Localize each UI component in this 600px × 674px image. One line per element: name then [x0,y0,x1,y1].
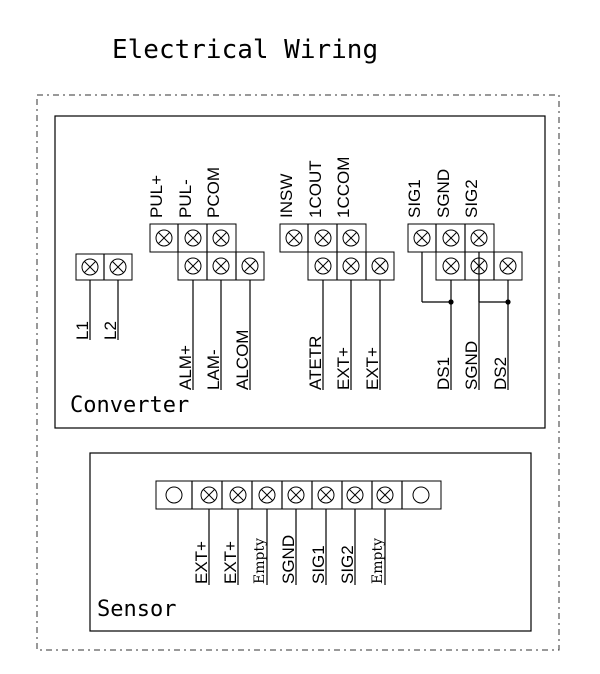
sensor-label: Sensor [97,597,176,622]
sensor-pin-ext-plus: EXT+ [192,541,211,584]
terminal-screw-icon [314,229,332,247]
terminal-screw-icon [413,229,431,247]
pin-label-l2: L2 [101,321,120,340]
empty-terminal-icon [165,486,183,504]
terminal-screw-icon [442,257,460,275]
terminal-screw-icon [317,486,335,504]
terminal-screw-icon [371,257,389,275]
terminal-screw-icon [81,258,99,276]
pin-label-1cout: 1COUT [306,160,325,218]
terminal-screw-icon [241,257,259,275]
pin-label-ds2: DS2 [491,357,510,390]
terminal-screw-icon [155,229,173,247]
sensor-pin-ext-plus-2: EXT+ [221,541,240,584]
io-terminal-block [279,223,395,390]
terminal-screw-icon [376,486,394,504]
terminal-screw-icon [229,486,247,504]
pin-label-alm-plus: ALM+ [176,345,195,390]
pin-label-sgnd-2: SGND [462,341,481,390]
pin-label-sig2: SIG2 [462,179,481,218]
terminal-screw-icon [212,229,230,247]
sensor-pin-sig1: SIG1 [309,545,328,584]
pin-label-pcom: PCOM [204,167,223,218]
terminal-screw-icon [212,257,230,275]
terminal-screw-icon [499,257,517,275]
empty-terminal-icon [412,486,430,504]
terminal-screw-icon [200,486,218,504]
pulse-alarm-terminal-block [149,223,265,390]
sensor-pin-empty: Empty [252,538,268,584]
sensor-pin-empty-2: Empty [370,538,386,584]
converter-label: Converter [70,393,189,418]
pin-label-pul-plus: PUL+ [147,175,166,218]
pin-label-ext-plus: EXT+ [334,347,353,390]
sensor-pin-sig2: SIG2 [338,545,357,584]
signal-terminal-block [407,223,523,390]
pin-label-insw: INSW [277,174,296,218]
terminal-screw-icon [184,229,202,247]
pin-label-lam-minus: LAM- [204,349,223,390]
pin-label-atetr: ATETR [306,336,325,390]
terminal-screw-icon [314,257,332,275]
terminal-screw-icon [258,486,276,504]
pin-label-l1: L1 [73,321,92,340]
outer-frame [36,94,560,651]
sensor-pin-sgnd: SGND [279,535,298,584]
terminal-screw-icon [442,229,460,247]
terminal-screw-icon [109,258,127,276]
terminal-screw-icon [342,257,360,275]
pin-label-sig1: SIG1 [405,179,424,218]
terminal-screw-icon [287,486,305,504]
terminal-screw-icon [184,257,202,275]
terminal-screw-icon [470,229,488,247]
pin-label-1ccom: 1CCOM [334,157,353,218]
pin-label-alcom: ALCOM [233,330,252,390]
terminal-screw-icon [346,486,364,504]
sensor-terminal-strip [155,480,442,585]
power-terminal-strip [75,253,133,340]
pin-label-pul-minus: PUL- [176,179,195,218]
page-title: Electrical Wiring [112,35,378,65]
terminal-screw-icon [342,229,360,247]
pin-label-sgnd: SGND [434,169,453,218]
terminal-screw-icon [285,229,303,247]
pin-label-ds1: DS1 [434,357,453,390]
pin-label-ext-plus-2: EXT+ [363,347,382,390]
